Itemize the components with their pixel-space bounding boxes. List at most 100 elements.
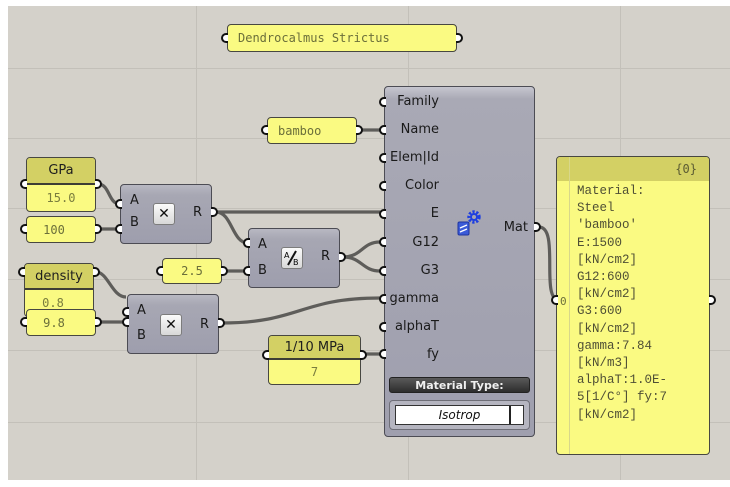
panel-input-grip[interactable] [156, 266, 163, 276]
panel-input-grip[interactable] [551, 295, 558, 305]
input-a-label: A [137, 303, 146, 318]
density-number-param[interactable]: density 0.8 [24, 263, 94, 317]
input-g12-label: G12 [412, 235, 439, 250]
input-g3-label: G3 [420, 263, 439, 278]
panel-output-grip[interactable] [95, 317, 102, 327]
material-type-value: Isotrop [438, 408, 481, 422]
gravity-value: 9.8 [43, 315, 65, 330]
divisor-panel[interactable]: 2.5 [162, 258, 222, 284]
input-gamma-grip[interactable] [379, 294, 386, 304]
output-line: [kN/cm2] [577, 252, 638, 267]
input-b-label: B [130, 215, 139, 230]
output-r-grip[interactable] [211, 207, 218, 217]
material-type-header: Material Type: [389, 377, 530, 393]
panel-output-grip[interactable] [95, 224, 102, 234]
panel-output-grip[interactable] [456, 33, 463, 43]
output-line: alphaT:1.0E- [577, 373, 668, 388]
multiplication-component-2[interactable]: A B ✕ R [127, 294, 219, 354]
fy-number-param[interactable]: 1/10 MPa 7 [268, 335, 361, 385]
input-b-label: B [137, 328, 146, 343]
output-mat-label: Mat [503, 220, 528, 235]
input-a-grip[interactable] [122, 307, 129, 317]
material-type-dropdown-frame: Isotrop [389, 400, 530, 430]
panel-output-grip[interactable] [356, 125, 363, 135]
grid-line [8, 279, 730, 280]
gpa-number-param[interactable]: GPa 15.0 [26, 157, 96, 212]
input-name-grip[interactable] [379, 125, 386, 135]
output-panel-body: Material:Steel'bamboo'E:1500[kN/cm2]G12:… [577, 183, 705, 424]
output-line: [kN/cm2] [577, 287, 638, 302]
input-b-grip[interactable] [243, 266, 250, 276]
output-line: E:1500 [577, 235, 623, 250]
input-a-label: A [258, 237, 267, 252]
input-a-grip[interactable] [243, 238, 250, 248]
input-family-grip[interactable] [379, 97, 386, 107]
output-line: 'bamboo' [577, 218, 638, 233]
grid-line [8, 350, 730, 351]
output-line: [kN/cm2] [577, 321, 638, 336]
param-input-grip[interactable] [18, 267, 25, 277]
gravity-panel[interactable]: 9.8 [26, 309, 96, 336]
param-output-grip[interactable] [360, 350, 367, 360]
input-alphat-label: alphaT [395, 319, 439, 334]
input-b-grip[interactable] [115, 224, 122, 234]
panel-input-grip[interactable] [221, 33, 228, 43]
multiplication-component-1[interactable]: A B ✕ R [120, 184, 212, 244]
output-r-label: R [192, 205, 202, 220]
output-r-label: R [199, 317, 209, 332]
input-b-label: B [258, 263, 267, 278]
factor-value: 100 [43, 222, 65, 237]
panel-input-grip[interactable] [20, 224, 27, 234]
panel-output-grip[interactable] [709, 295, 716, 305]
input-gamma-label: gamma [389, 291, 439, 306]
input-fy-label: fy [426, 347, 439, 362]
input-fy-grip[interactable] [379, 349, 386, 359]
output-r-grip[interactable] [218, 318, 225, 328]
output-r-grip[interactable] [339, 252, 346, 262]
grid-line [8, 422, 730, 423]
material-type-dropdown[interactable]: Isotrop [395, 405, 524, 425]
input-e-label: E [430, 206, 439, 221]
input-name-label: Name [400, 122, 439, 137]
output-line: [kN/m3] [577, 356, 630, 371]
param-input-grip[interactable] [262, 350, 269, 360]
grid-line [8, 138, 730, 139]
fy-param-value: 7 [310, 365, 319, 379]
input-elemid-grip[interactable] [379, 153, 386, 163]
param-output-grip[interactable] [93, 267, 100, 277]
name-panel[interactable]: bamboo [267, 117, 357, 144]
multiply-icon: ✕ [153, 203, 175, 225]
panel-output-grip[interactable] [221, 266, 228, 276]
factor-panel[interactable]: 100 [26, 216, 96, 243]
input-family-label: Family [397, 94, 439, 109]
input-a-label: A [130, 193, 139, 208]
input-elemid-label: Elem|Id [390, 150, 439, 165]
svg-text:B: B [293, 258, 299, 267]
output-line: 5[1/C°] fy:7 [577, 390, 668, 405]
input-g12-grip[interactable] [379, 237, 386, 247]
panel-input-grip[interactable] [261, 125, 268, 135]
input-b-grip[interactable] [122, 317, 129, 327]
create-material-component[interactable]: Family Name Elem|Id Color E G12 G3 gamma… [384, 86, 535, 437]
grid-line [8, 208, 730, 209]
input-alphat-grip[interactable] [379, 322, 386, 332]
title-panel-text: Dendrocalmus Strictus [238, 31, 390, 45]
name-panel-text: bamboo [278, 123, 322, 138]
param-output-grip[interactable] [95, 179, 102, 189]
input-a-grip[interactable] [115, 199, 122, 209]
output-mat-grip[interactable] [534, 222, 541, 232]
svg-text:A: A [284, 251, 290, 260]
multiply-icon: ✕ [160, 314, 182, 336]
param-input-grip[interactable] [20, 179, 27, 189]
output-line: G12:600 [577, 270, 630, 285]
output-panel[interactable]: {0} 0 Material:Steel'bamboo'E:1500[kN/cm… [556, 156, 710, 455]
input-color-grip[interactable] [379, 181, 386, 191]
grid-line [8, 68, 730, 69]
dropdown-button[interactable] [509, 406, 523, 424]
title-panel[interactable]: Dendrocalmus Strictus [227, 24, 457, 52]
input-g3-grip[interactable] [379, 266, 386, 276]
input-e-grip[interactable] [379, 209, 386, 219]
panel-input-grip[interactable] [20, 317, 27, 327]
